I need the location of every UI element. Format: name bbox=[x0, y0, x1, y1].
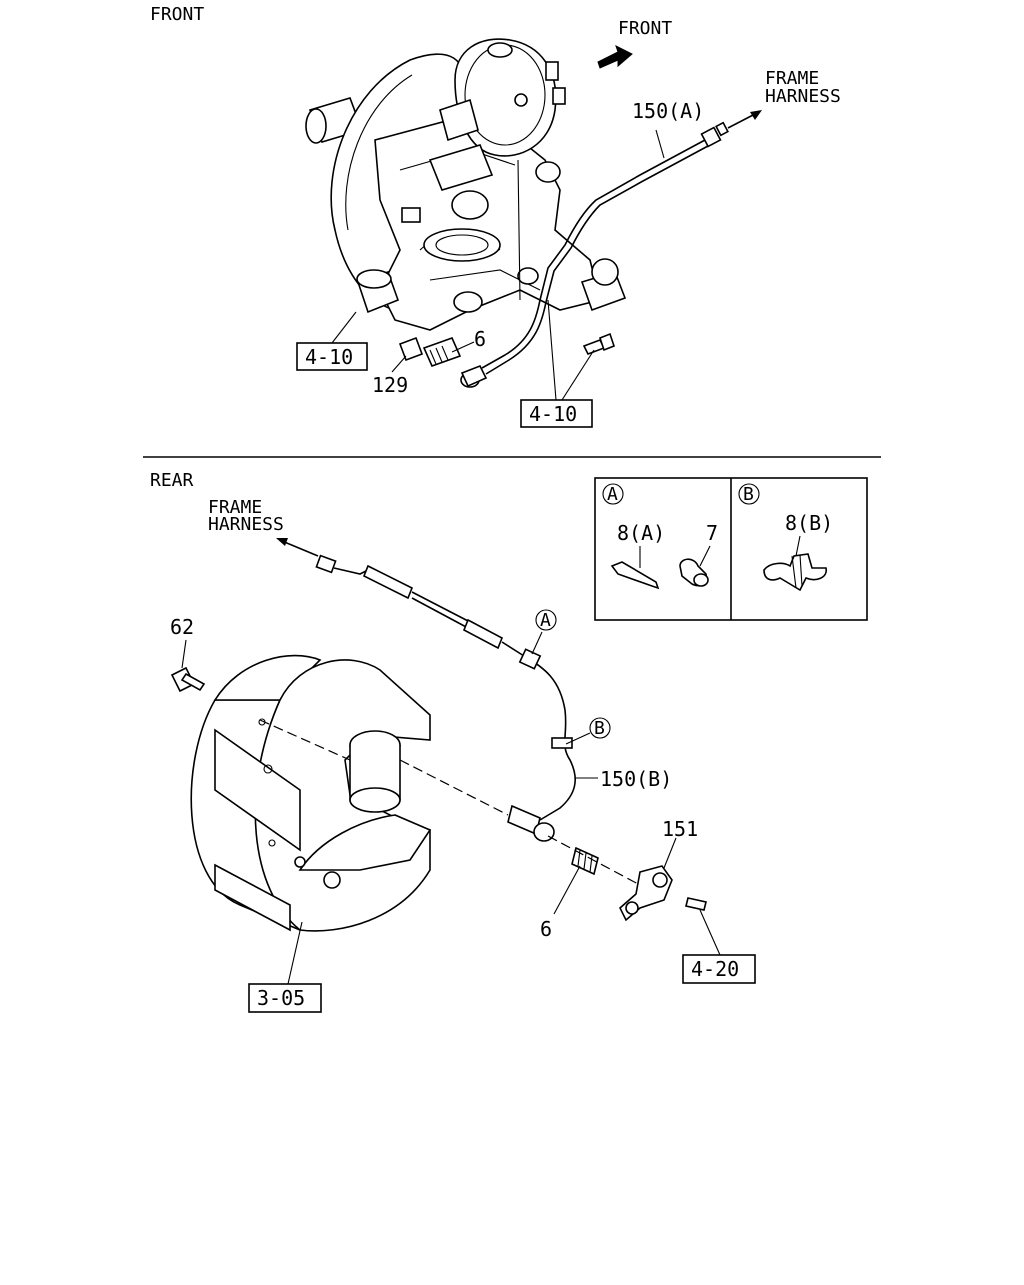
front-section-title: FRONT bbox=[150, 4, 204, 25]
rear-section-title: REAR bbox=[150, 470, 194, 491]
detail-a-grommet-label: 7 bbox=[706, 521, 718, 545]
front-ref-box-knuckle-label: 4-10 bbox=[305, 345, 353, 369]
detail-b-marker-icon bbox=[738, 483, 760, 505]
front-sensor-cable bbox=[460, 121, 729, 388]
front-direction-label: FRONT bbox=[618, 18, 672, 39]
rear-clip-b-marker-icon bbox=[589, 717, 611, 739]
rear-clip-a-marker-icon bbox=[535, 609, 557, 631]
front-ref-box-bracket[interactable] bbox=[520, 399, 593, 428]
rear-sensor-part bbox=[571, 846, 599, 876]
rear-ref-box-bracket-bolt-label: 4-20 bbox=[691, 957, 739, 981]
rear-bracket-axis-line bbox=[547, 835, 641, 886]
front-knuckle-assembly bbox=[305, 38, 627, 331]
rear-sensor-cable bbox=[315, 554, 576, 842]
rear-callout-bolt: 62 bbox=[170, 615, 194, 639]
rear-brake-drum-assembly bbox=[190, 654, 432, 932]
detail-a-grommet-part bbox=[679, 558, 709, 587]
front-ref-box-knuckle[interactable] bbox=[296, 342, 368, 371]
rear-frame-harness-arrow-icon bbox=[276, 538, 319, 557]
leader-rear-bracket-bolt-ref bbox=[699, 909, 721, 956]
front-callout-cable: 150(A) bbox=[632, 99, 704, 123]
rear-callout-sensor: 6 bbox=[540, 917, 552, 941]
rear-callout-bracket: 151 bbox=[662, 817, 698, 841]
rear-bolt-part bbox=[170, 666, 206, 693]
detail-a-marker-icon bbox=[602, 483, 624, 505]
rear-ref-box-brake[interactable] bbox=[248, 983, 322, 1013]
detail-a-clip-part bbox=[610, 561, 660, 590]
leader-front-knuckle-ref bbox=[331, 311, 357, 344]
leader-front-bracket-ref-a bbox=[547, 299, 557, 401]
detail-a-clip-label: 8(A) bbox=[617, 521, 665, 545]
rear-bracket-part bbox=[619, 865, 707, 922]
rear-ref-box-bracket-bolt[interactable] bbox=[682, 954, 756, 984]
leader-front-bracket-ref-b bbox=[561, 349, 595, 401]
leader-rear-bolt bbox=[181, 639, 187, 669]
front-frame-harness-arrow-icon bbox=[727, 110, 762, 129]
front-frame-harness-label-line2: HARNESS bbox=[765, 86, 841, 107]
front-sensor-part bbox=[422, 336, 462, 368]
leader-rear-bracket bbox=[663, 837, 677, 869]
front-frame-harness-label-line1: FRAME bbox=[765, 68, 819, 89]
front-direction-arrow-icon bbox=[597, 45, 633, 69]
rear-frame-harness-label-line2: HARNESS bbox=[208, 514, 284, 535]
detail-b-marker: B bbox=[743, 484, 754, 505]
leader-detail-b-clip bbox=[795, 535, 801, 557]
leader-rear-brake-ref bbox=[287, 921, 303, 985]
front-callout-bushing: 129 bbox=[372, 373, 408, 397]
leader-rear-sensor bbox=[553, 865, 581, 915]
rear-callout-clip-b: B bbox=[594, 718, 605, 739]
leader-detail-a-grommet bbox=[699, 545, 711, 567]
rear-callout-cable: 150(B) bbox=[600, 767, 672, 791]
rear-ref-box-brake-label: 3-05 bbox=[257, 986, 305, 1010]
leader-front-cable bbox=[655, 129, 665, 159]
rear-callout-clip-a: A bbox=[540, 610, 551, 631]
leader-front-bushing bbox=[391, 355, 407, 373]
detail-b-clip-label: 8(B) bbox=[785, 511, 833, 535]
front-ref-box-bracket-label: 4-10 bbox=[529, 402, 577, 426]
rear-drum-axis-line bbox=[259, 719, 351, 761]
detail-box bbox=[594, 477, 868, 621]
rear-frame-harness-label-line1: FRAME bbox=[208, 497, 262, 518]
leader-front-sensor bbox=[451, 341, 475, 353]
detail-a-marker: A bbox=[607, 484, 618, 505]
leader-rear-clip-b bbox=[565, 732, 591, 745]
front-callout-sensor: 6 bbox=[474, 327, 486, 351]
front-bushing-part bbox=[398, 336, 424, 362]
leader-front-chamber bbox=[517, 159, 521, 301]
front-bolt-part bbox=[582, 332, 615, 356]
rear-sensor-axis-line bbox=[399, 759, 509, 816]
leader-rear-clip-a bbox=[531, 631, 543, 655]
detail-b-clip-part bbox=[763, 553, 827, 592]
